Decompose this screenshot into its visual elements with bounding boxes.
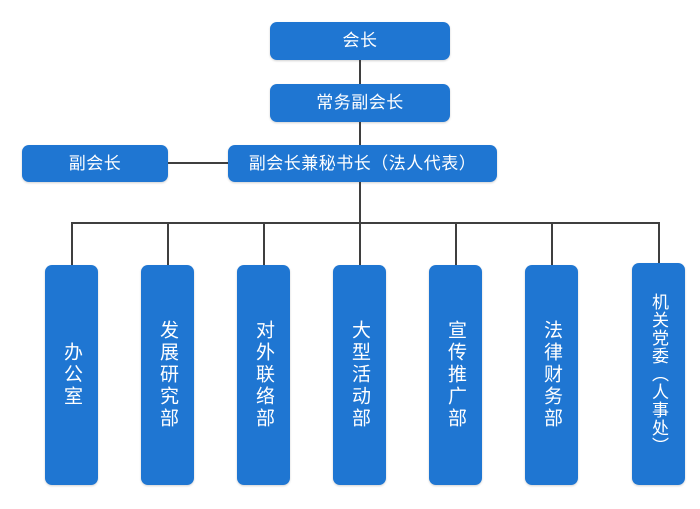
node-department-publicity-promotion[interactable]: 宣传推广部 [429,265,482,485]
node-department-legal-finance[interactable]: 法律财务部 [525,265,578,485]
node-department-office-label: 办公室 [61,342,82,408]
node-vice-president[interactable]: 副会长 [22,145,168,182]
connector-department-bus [71,222,660,224]
connector-drop-office [71,222,73,266]
connector-drop-development-research [167,222,169,266]
node-department-large-events[interactable]: 大型活动部 [333,265,386,485]
node-department-external-liaison-label: 对外联络部 [253,320,274,430]
connector-drop-legal-finance [551,222,553,266]
connector-vice-president-to-secretary-general [168,162,228,164]
connector-exec-vice-president-to-secretary-general [359,122,361,145]
node-department-external-liaison[interactable]: 对外联络部 [237,265,290,485]
node-department-party-committee-hr-label: 机关党委（人事处） [649,293,668,455]
connector-drop-external-liaison [263,222,265,266]
connector-drop-large-events [359,222,361,266]
node-department-publicity-promotion-label: 宣传推广部 [445,320,466,430]
node-department-party-committee-hr[interactable]: 机关党委（人事处） [632,263,685,485]
node-department-office[interactable]: 办公室 [45,265,98,485]
node-department-development-research[interactable]: 发展研究部 [141,265,194,485]
connector-drop-party-committee-hr [658,222,660,264]
node-department-development-research-label: 发展研究部 [157,320,178,430]
node-exec-vice-president[interactable]: 常务副会长 [270,84,450,122]
connector-president-to-exec-vice-president [359,60,361,84]
connector-secretary-general-stem [359,182,361,224]
node-exec-vice-president-label: 常务副会长 [316,93,404,113]
node-president[interactable]: 会长 [270,22,450,60]
node-department-large-events-label: 大型活动部 [349,320,370,430]
node-vice-president-secretary-general-label: 副会长兼秘书长（法人代表） [248,153,477,173]
node-vice-president-secretary-general[interactable]: 副会长兼秘书长（法人代表） [228,145,497,182]
node-president-label: 会长 [342,31,378,51]
node-vice-president-label: 副会长 [68,153,122,173]
connector-drop-publicity-promotion [455,222,457,266]
node-department-legal-finance-label: 法律财务部 [541,320,562,430]
